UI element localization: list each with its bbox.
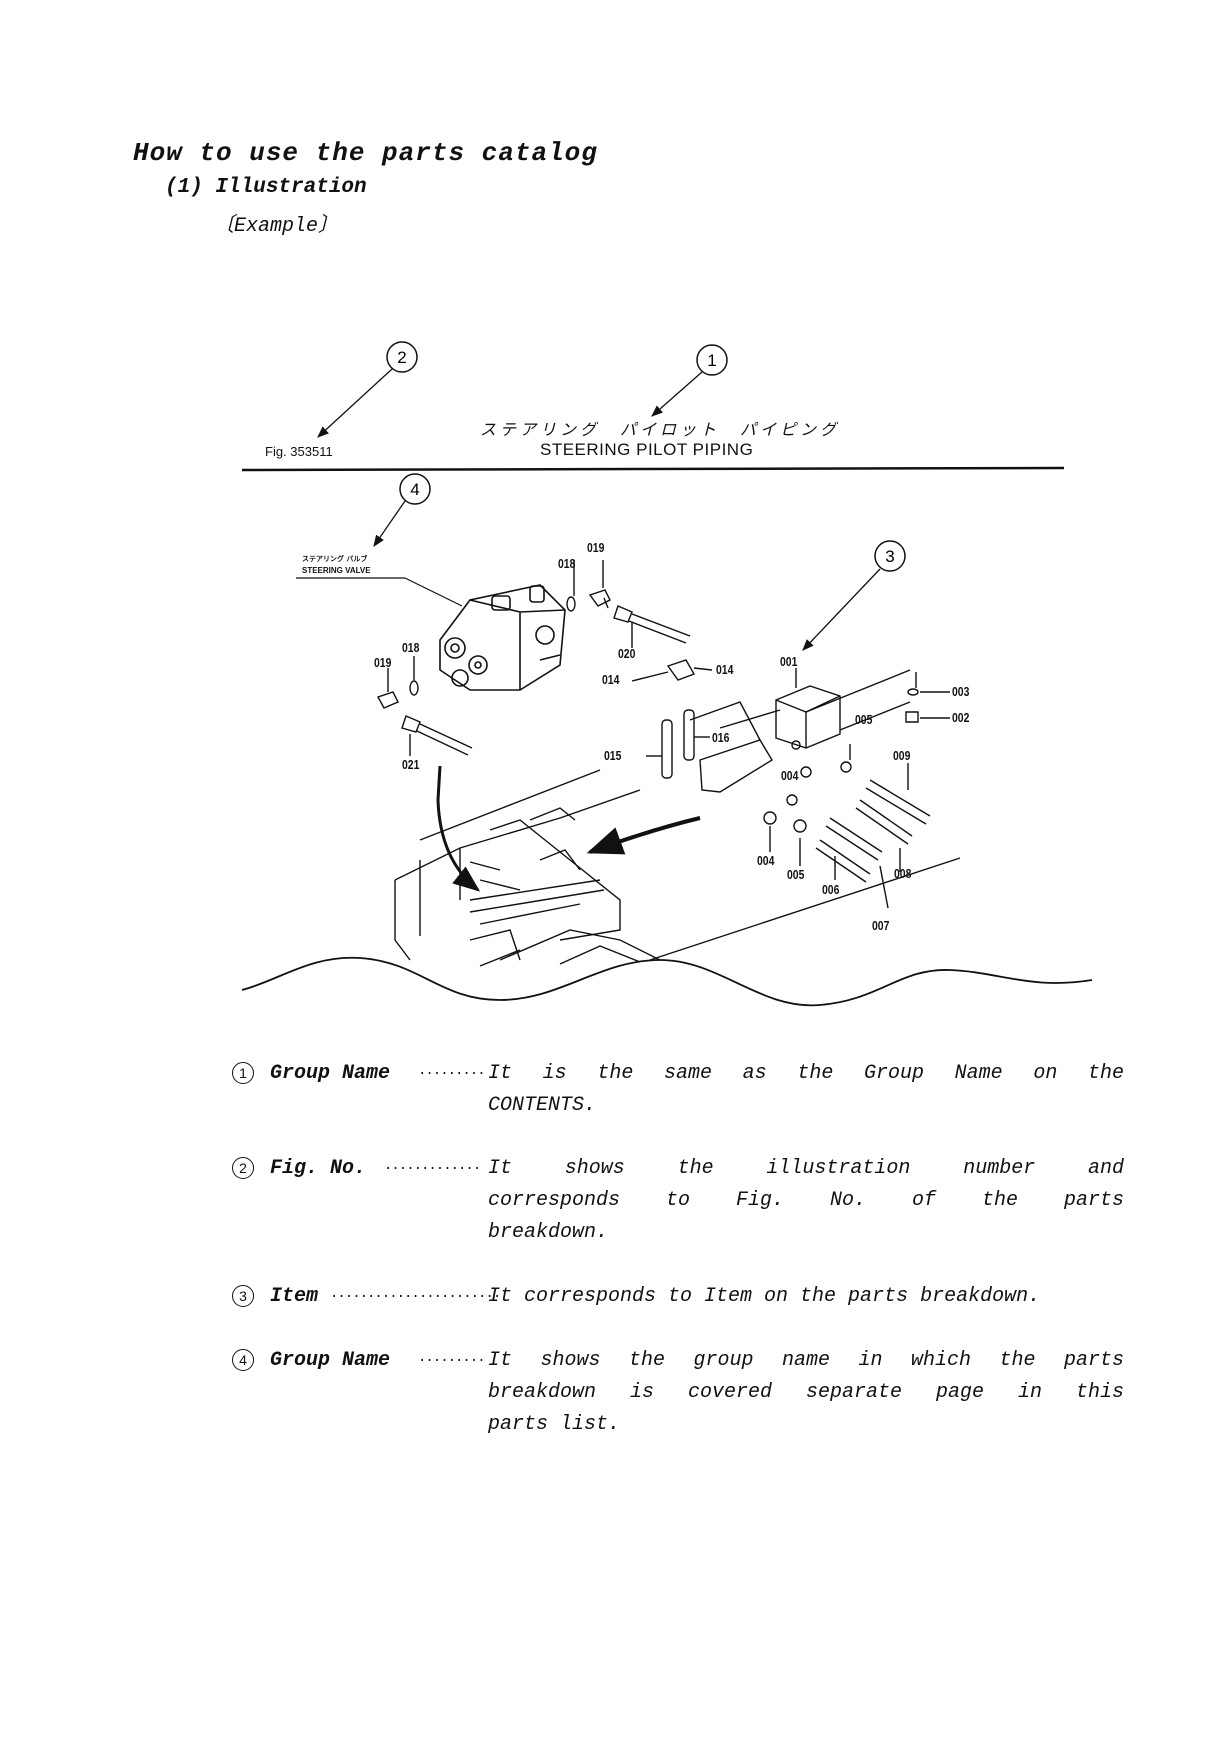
- legend-term: Group Name: [270, 1062, 391, 1085]
- legend-item-group-name: 1 Group Name ········· It is the same as…: [232, 1058, 1132, 1128]
- legend-item-group-name-2: 4 Group Name ········· It shows the grou…: [232, 1345, 1132, 1445]
- svg-text:4: 4: [410, 480, 419, 499]
- legend-term: Item: [270, 1285, 319, 1308]
- part-number: 005: [855, 712, 873, 727]
- part-number: 001: [780, 654, 798, 669]
- bracket-drawing: [719, 668, 950, 749]
- callout-circle-2: 2: [386, 341, 418, 373]
- legend-dots: ·············: [384, 1161, 481, 1177]
- svg-text:1: 1: [707, 351, 716, 370]
- machine-body-drawing: [394, 769, 961, 967]
- example-label: 〔Example〕: [214, 215, 339, 238]
- part-number: 008: [894, 866, 912, 881]
- callout-arrow-4: [373, 500, 406, 547]
- part-number: 004: [781, 768, 799, 783]
- hose-fittings-drawing: [763, 740, 931, 909]
- group-name-japanese: ステアリング パイロット パイピング: [480, 420, 841, 439]
- part-number: 014: [602, 672, 620, 687]
- callout-arrow-3: [802, 568, 881, 651]
- svg-text:2: 2: [397, 348, 406, 367]
- callout-arrow-2: [317, 368, 393, 438]
- legend-number: 1: [232, 1062, 254, 1084]
- group-name-english: STEERING PILOT PIPING: [540, 440, 754, 459]
- callout-circle-4: 4: [399, 473, 431, 505]
- fig-number-label: Fig. 353511: [265, 444, 333, 459]
- legend-term: Group Name: [270, 1349, 391, 1372]
- legend-dots: ·········: [418, 1353, 486, 1369]
- valve-label-english: STEERING VALVE: [302, 566, 371, 575]
- svg-text:3: 3: [885, 547, 894, 566]
- part-number: 003: [952, 684, 970, 699]
- callout-circle-1: 1: [696, 344, 728, 376]
- callout-circle-3: 3: [874, 540, 906, 572]
- legend-term: Fig. No.: [270, 1157, 367, 1180]
- upper-fittings-drawing: [566, 560, 691, 648]
- left-fittings-drawing: [376, 656, 473, 756]
- part-number: 016: [712, 730, 730, 745]
- part-number: 004: [757, 853, 775, 868]
- callout-arrow-1: [651, 371, 703, 417]
- part-number: 020: [618, 646, 636, 661]
- part-number: 021: [402, 757, 420, 772]
- valve-label-japanese: ステアリング バルブ: [302, 555, 368, 563]
- part-number: 007: [872, 918, 890, 933]
- part-number: 018: [402, 640, 420, 655]
- part-number: 009: [893, 748, 911, 763]
- section-subheading: (1) Illustration: [165, 176, 367, 199]
- steering-valve-drawing: [439, 584, 566, 691]
- part-number: 006: [822, 882, 840, 897]
- page-heading: How to use the parts catalog: [133, 138, 598, 168]
- legend-item-fig-no: 2 Fig. No. ············· It shows the il…: [232, 1153, 1132, 1253]
- legend-dots: ·········: [418, 1066, 486, 1082]
- legend-dots: ·······················: [330, 1289, 501, 1305]
- legend-number: 3: [232, 1285, 254, 1307]
- title-rule: [241, 466, 1065, 472]
- legend-description: It shows the group name in which the par…: [488, 1349, 1124, 1436]
- part-number: 002: [952, 710, 970, 725]
- part-number: 019: [374, 655, 392, 670]
- part-number: 014: [716, 662, 734, 677]
- legend-description: It is the same as the Group Name on the …: [488, 1062, 1124, 1117]
- legend-item-item: 3 Item ······················· It corres…: [232, 1281, 1132, 1317]
- part-number: 015: [604, 748, 622, 763]
- legend-description: It shows the illustration number and cor…: [488, 1157, 1124, 1244]
- elbow-pipes-drawing: [631, 659, 713, 779]
- part-number: 005: [787, 867, 805, 882]
- legend-number: 2: [232, 1157, 254, 1179]
- part-number: 018: [558, 556, 576, 571]
- legend-number: 4: [232, 1349, 254, 1371]
- legend-description: It corresponds to Item on the parts brea…: [488, 1285, 1041, 1308]
- break-wave-line: [241, 956, 1093, 1007]
- part-number: 019: [587, 540, 605, 555]
